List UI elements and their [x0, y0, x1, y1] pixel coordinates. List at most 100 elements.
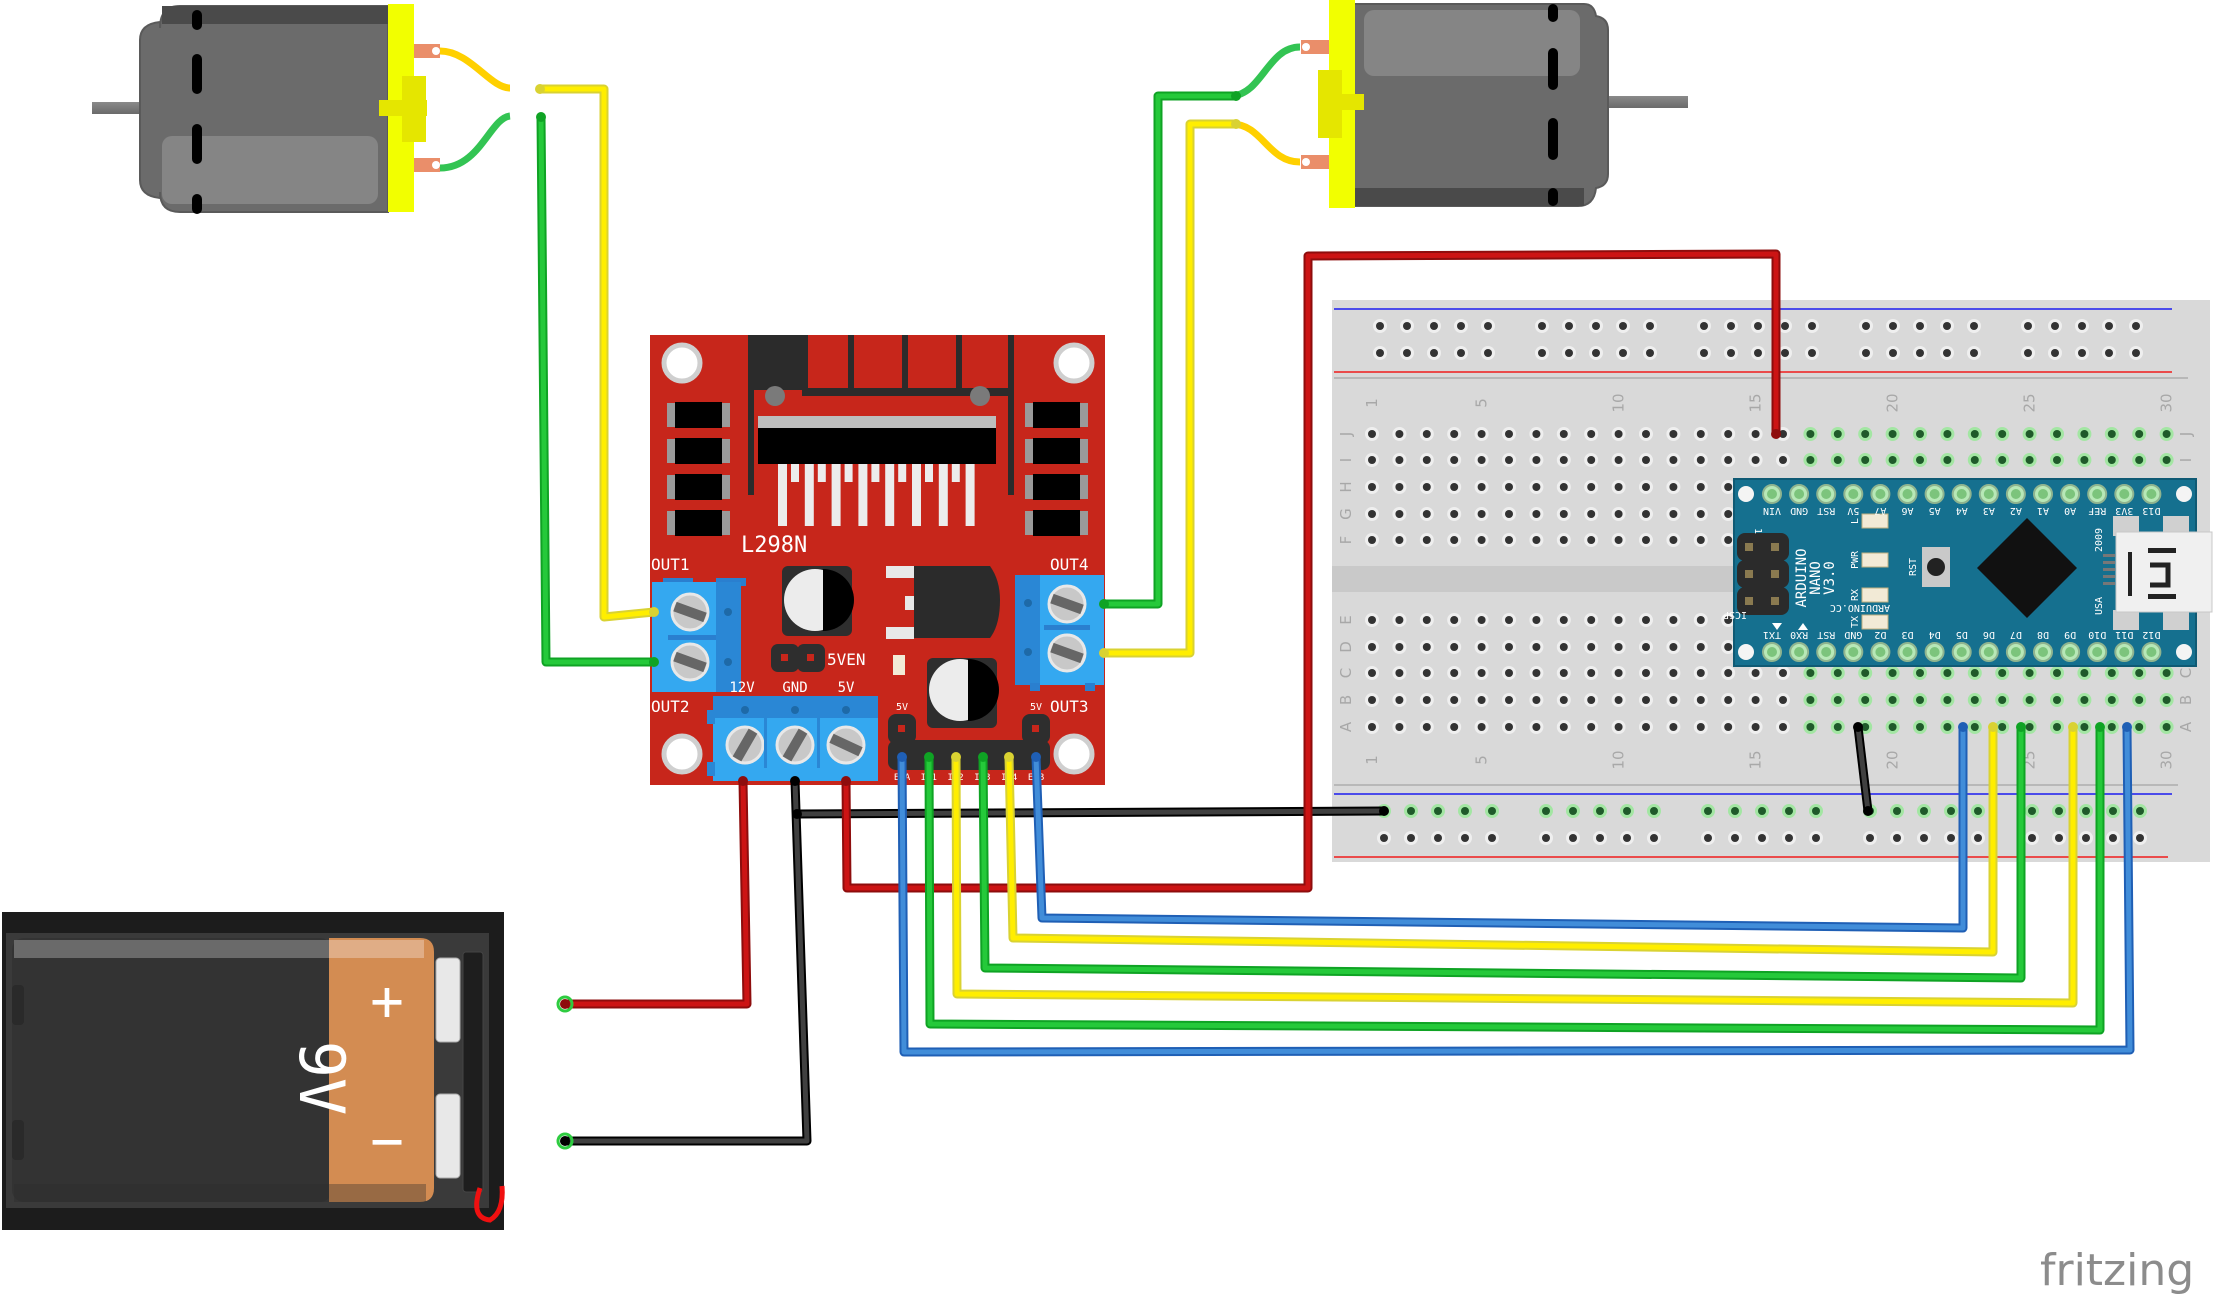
- battery-terminal-plus: [435, 957, 461, 1043]
- wire-endpoint: [1863, 806, 1873, 816]
- motor-terminal-1: [414, 44, 440, 58]
- motor-terminal-2: [414, 158, 440, 172]
- arduino-title-line3: V3.0: [1822, 561, 1838, 595]
- wire-endpoint: [2016, 722, 2026, 732]
- heatsink: [748, 335, 1014, 495]
- arduino-nano[interactable]: 1 ICSP ARDUINO NANO V3.0 L PWR RX TX ARD…: [1723, 478, 2213, 667]
- out2-label: OUT2: [651, 697, 690, 716]
- chip-leg: [831, 464, 841, 526]
- wire-endpoint: [841, 776, 851, 786]
- mount-hole: [1053, 342, 1095, 384]
- arduino-pin-labels: VINTX1GNDRX0RSTRST5VGNDA7D2A6D3A5D4A4D5A…: [1763, 505, 2160, 640]
- arduino-bottom-pin-label: D5: [1956, 629, 1968, 640]
- motor-top-shade: [162, 6, 388, 24]
- battery-terminal-minus: [435, 1093, 461, 1179]
- row-label: B: [2177, 695, 2195, 705]
- row-label: J: [2177, 432, 2195, 437]
- arduino-bottom-pin-label: D7: [2010, 629, 2022, 640]
- wire-endpoint: [1231, 119, 1241, 129]
- motor-bottom-shade: [1354, 188, 1584, 206]
- dc-motor-right[interactable]: [1231, 0, 1688, 208]
- microcontroller-chip: [1977, 518, 2077, 618]
- capacitor-2: [927, 658, 999, 728]
- row-label: C: [2177, 668, 2195, 678]
- wire-endpoint: [1031, 752, 1041, 762]
- 12v-label: 12V: [729, 680, 755, 696]
- usb-port[interactable]: [2103, 516, 2213, 630]
- arduino-bottom-pin-label: D11: [2115, 629, 2133, 640]
- arduino-bottom-pin-label: D12: [2142, 629, 2160, 640]
- icsp-header: [1737, 533, 1789, 615]
- header-5v-left-label: 5V: [896, 702, 908, 713]
- wire-gnd-to-breadboard-rail-core: [796, 808, 1385, 817]
- row-label: I: [1337, 458, 1355, 462]
- wire-out1-to-motor-left[interactable]: [540, 84, 655, 622]
- arduino-title-line2: NANO: [1808, 561, 1824, 595]
- arduino-mount-hole: [2176, 644, 2192, 660]
- wire-out2-to-motor-left[interactable]: [536, 116, 654, 667]
- rx-arrow-icon: [1798, 623, 1808, 630]
- arduino-bottom-pin-label: D9: [2064, 629, 2076, 640]
- wire-endpoint: [790, 776, 800, 786]
- wire-battery-plus-to-12v-core: [565, 780, 750, 1007]
- arduino-top-pin-label: RST: [1817, 505, 1835, 516]
- wire-endpoint: [536, 112, 546, 122]
- wire-endpoint: [792, 809, 802, 819]
- l298n-driver-board[interactable]: L298N 5VEN: [650, 335, 1105, 785]
- motor-lead-yellow: [1231, 120, 1301, 166]
- battery-plus-symbol: +: [370, 969, 404, 1034]
- header-5v-right-label: 5V: [1030, 702, 1042, 713]
- row-label: A: [1337, 721, 1355, 732]
- chip-leg: [778, 464, 787, 526]
- wire-in2-to-d9-core: [953, 727, 2076, 1006]
- wire-endpoint: [1004, 752, 1014, 762]
- arduino-site-label: ARDUINO.CC: [1830, 602, 1890, 613]
- motor-lead-green: [1231, 43, 1301, 100]
- row-label: F: [1337, 536, 1355, 545]
- 5v-label: 5V: [838, 680, 855, 696]
- wire-endpoint: [1988, 722, 1998, 732]
- arduino-top-pin-label: A5: [1929, 505, 1941, 516]
- wire-endpoint: [978, 752, 988, 762]
- 9v-battery-holder[interactable]: 9V + −: [2, 912, 505, 1230]
- wire-endpoint: [738, 776, 748, 786]
- arduino-top-pin-label: A3: [1983, 505, 1995, 516]
- chip-leg: [912, 464, 921, 526]
- mount-hole: [661, 733, 703, 775]
- wire-battery-minus-to-gnd[interactable]: [565, 780, 812, 1146]
- column-label: 5: [1473, 755, 1491, 765]
- wire-out1-to-motor-left-core: [540, 86, 655, 620]
- wire-out4-to-motor-right[interactable]: [1104, 91, 1236, 609]
- out3-out4-terminal[interactable]: [1015, 575, 1104, 691]
- row-label: J: [1337, 432, 1355, 437]
- wire-out3-to-motor-right[interactable]: [1104, 119, 1236, 658]
- arduino-pin-row: [1738, 484, 2192, 662]
- arduino-bottom-pin-label: D2: [1874, 629, 1886, 640]
- row-label: B: [1337, 695, 1355, 705]
- column-label: 15: [1747, 750, 1765, 769]
- icsp-pin1-label: 1: [1752, 528, 1763, 534]
- wire-endpoint: [951, 752, 961, 762]
- wire-endpoint: [897, 752, 907, 762]
- power-terminal[interactable]: [707, 696, 878, 781]
- reset-button-cap[interactable]: [1927, 558, 1945, 576]
- wire-endpoint: [1231, 91, 1241, 101]
- led-tx-label: TX: [1850, 616, 1861, 628]
- column-label: 30: [2158, 393, 2176, 412]
- gnd-label: GND: [782, 680, 807, 696]
- wire-battery-plus-to-12v[interactable]: [565, 780, 752, 1009]
- dc-motor-left[interactable]: [92, 4, 512, 214]
- arduino-top-pin-label: 5V: [1847, 505, 1859, 516]
- mount-hole: [661, 342, 703, 384]
- wire-endpoint: [2068, 722, 2078, 732]
- wire-enb-to-d5-core: [1033, 727, 1966, 931]
- 5ven-jumper[interactable]: [771, 644, 825, 672]
- motor-highlight: [162, 136, 378, 204]
- wire-out4-to-motor-right-core: [1104, 93, 1236, 607]
- out1-out2-terminal[interactable]: [652, 578, 746, 692]
- led-rx-label: RX: [1850, 589, 1861, 601]
- l298n-chip-legs: [778, 464, 975, 526]
- arduino-top-pin-label: GND: [1790, 505, 1808, 516]
- arduino-bottom-pin-label: GND: [1844, 629, 1862, 640]
- arduino-top-pin-label: REF: [2088, 505, 2106, 516]
